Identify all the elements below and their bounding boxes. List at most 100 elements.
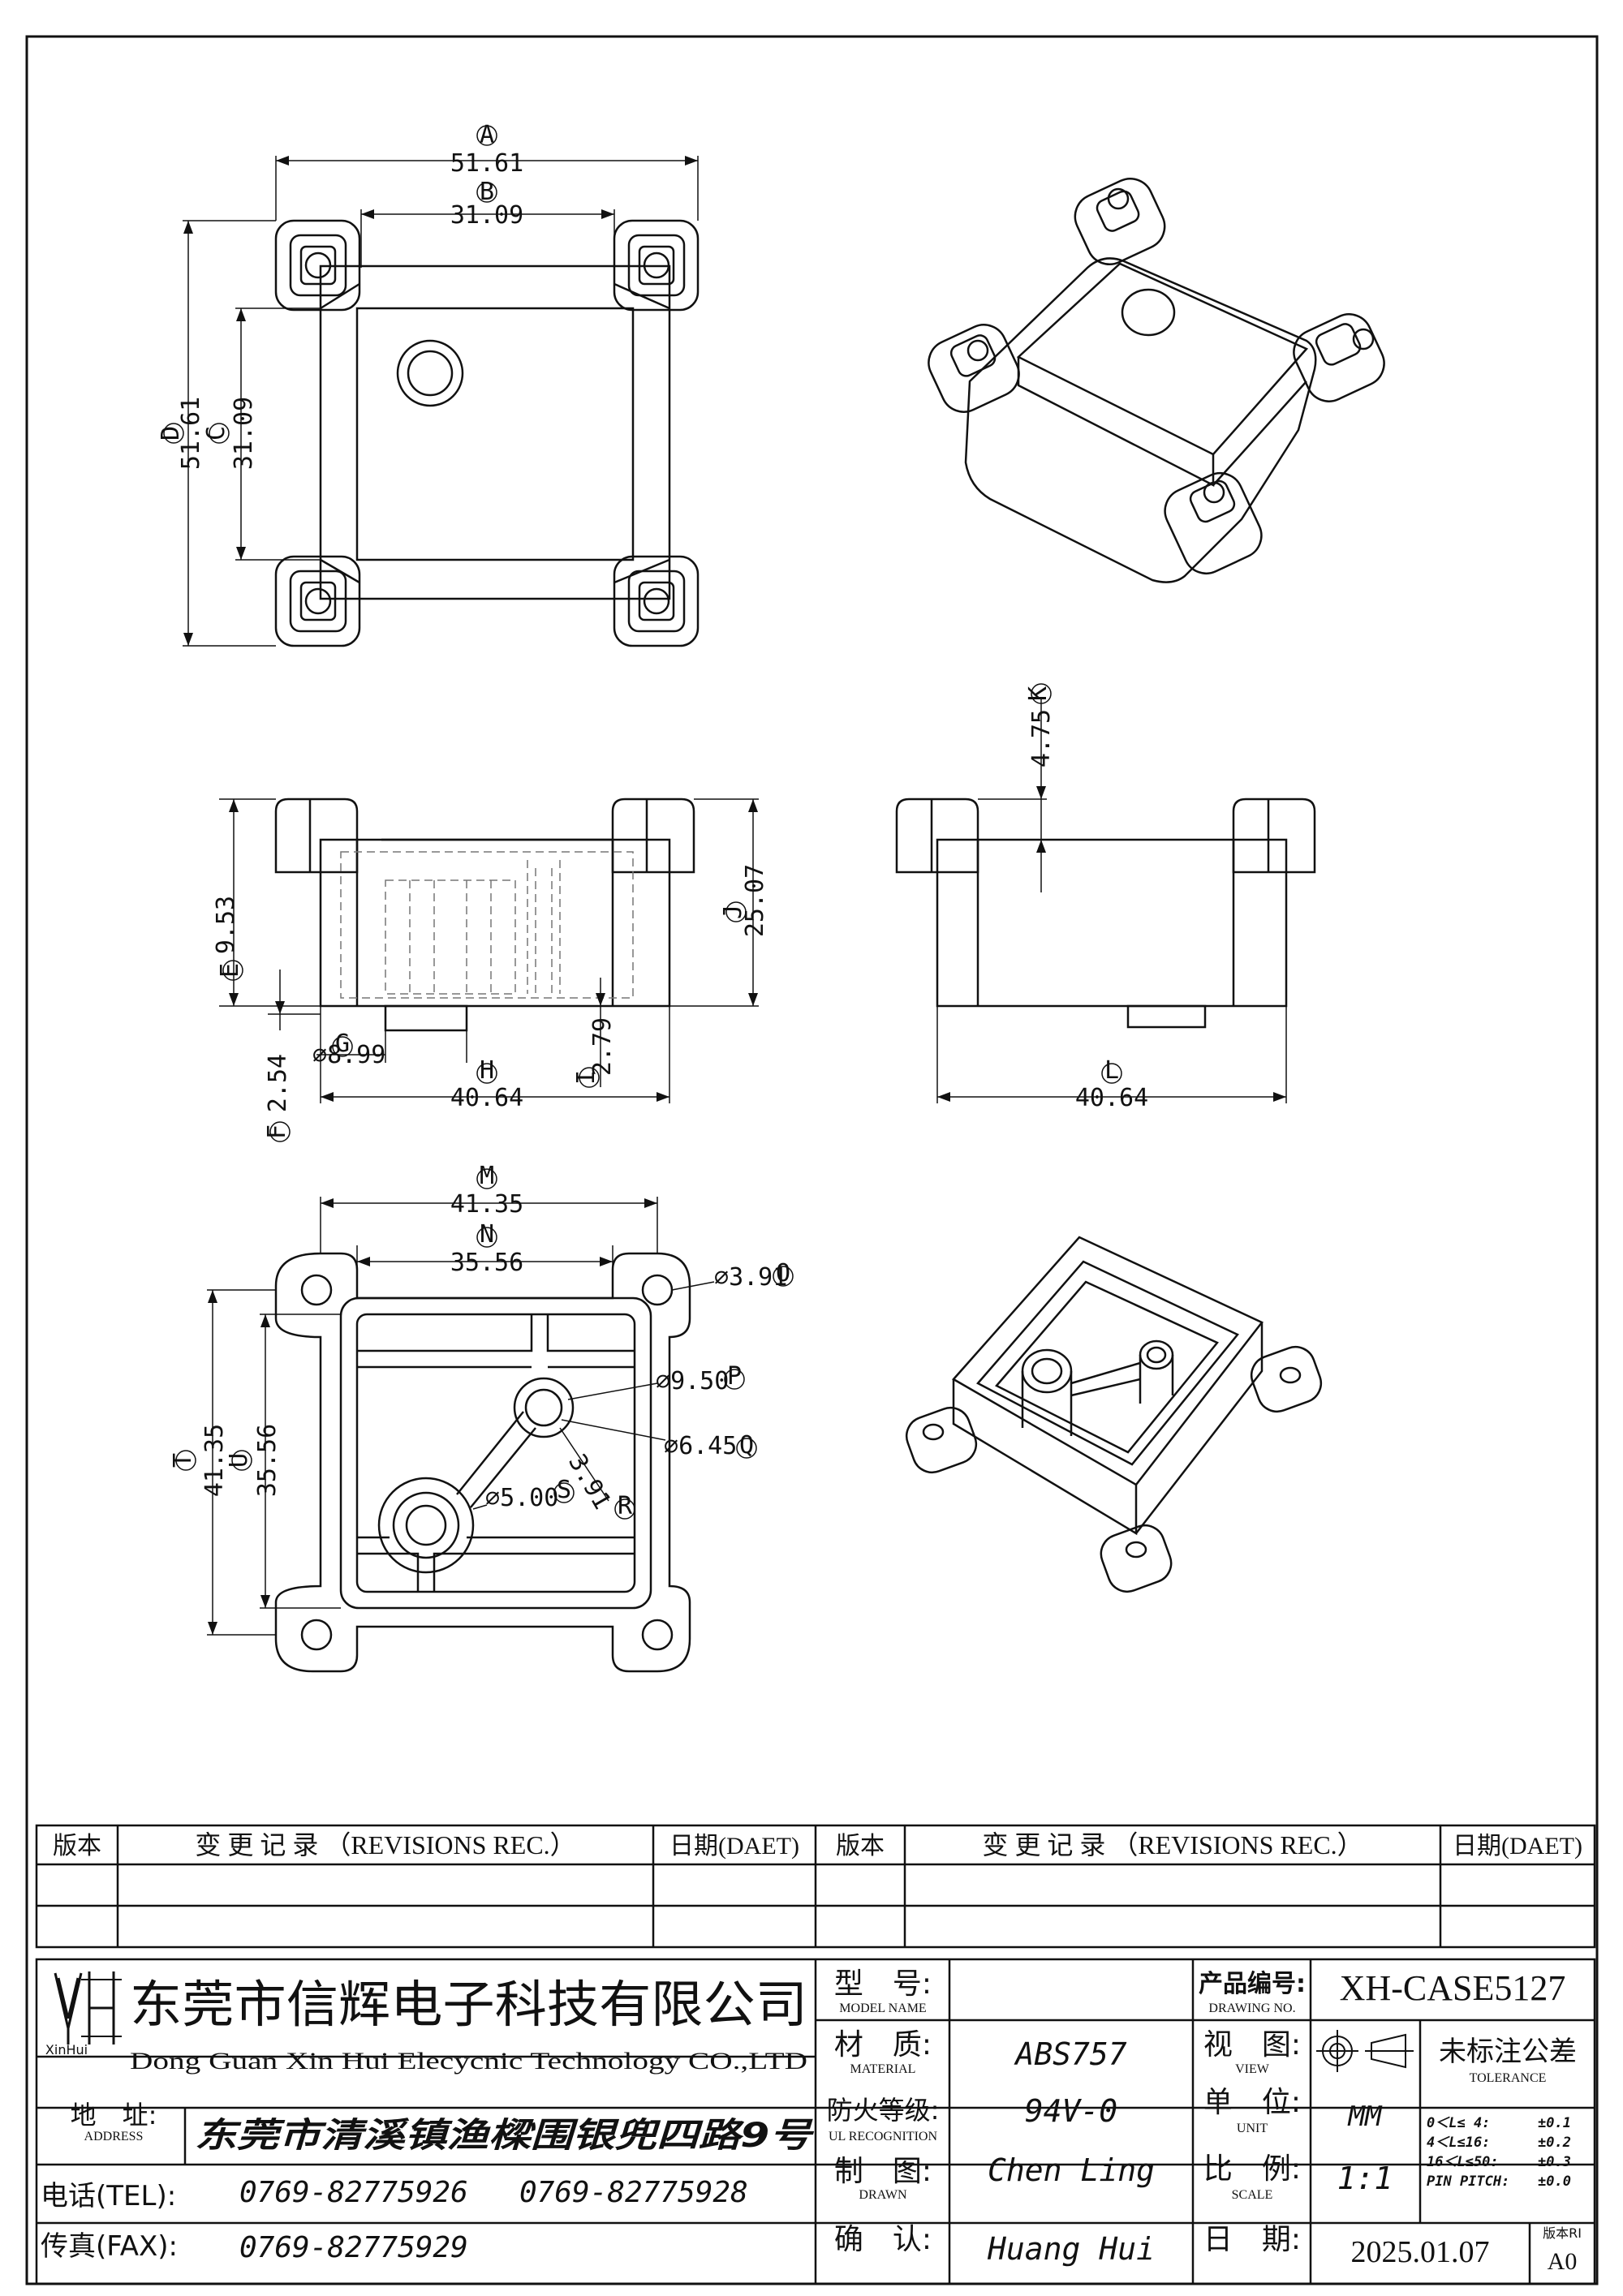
bottom-outline [274,1252,691,1673]
revisions-col-date-2: 日期(DAET) [1453,1833,1582,1860]
dim-bottom-height: 41.35 [200,1424,229,1497]
iso-pin [928,324,1020,413]
model-label-en: MODEL NAME [839,2001,926,2015]
bottom-view: M 41.35 N 35.56 ⌀3.91 O ⌀9.50 P ⌀6.45 Q … [169,1162,794,1673]
revisions-col-version: 版本 [53,1832,101,1860]
title-block: XinHui 东莞市信辉电子科技有限公司 Dong Guan Xin Hui E… [35,1958,1596,2285]
check-value: Huang Hui [987,2231,1155,2267]
view-label: 视 图: [1203,2028,1301,2062]
iso-bottom-pin [1250,1345,1323,1413]
address-value: 东莞市清溪镇渔樑围银兜四路9号 [195,2115,815,2155]
company-logo [54,1971,122,2044]
tolerance-range: 0＜L≤ 4: [1427,2115,1490,2131]
scale-label: 比 例: [1203,2152,1301,2186]
scale-label-en: SCALE [1232,2188,1273,2202]
dim-total-height: 25.07 [741,864,769,937]
side-boss [1126,1004,1207,1029]
front-body [319,838,671,1008]
unit-label: 单 位: [1203,2086,1301,2119]
bottom-hole [300,1619,333,1651]
drawing-no-label-en: DRAWING NO. [1208,2001,1295,2015]
dim-inner-height: 31.09 [230,397,258,470]
tolerance-value: ±0.0 [1538,2173,1571,2190]
dim-tag-h: H [480,1056,494,1085]
side-body [936,838,1288,1008]
ul-label: 防火等级: [827,2095,940,2126]
projection-symbol-icon [1316,2030,1414,2072]
iso-pin [1074,178,1166,265]
model-label: 型 号: [834,1967,932,2001]
material-label: 材 质: [834,2028,932,2062]
tolerance-value: ±0.2 [1538,2135,1571,2151]
dim-tag-b: B [480,178,494,206]
tolerance-range: PIN PITCH: [1427,2173,1509,2190]
address-label-en: ADDRESS [84,2130,144,2143]
iso-bottom-pin [1100,1524,1173,1593]
top-view: A 51.61 B 31.09 51.61 31.09 D C [157,121,700,647]
scale-value: 1:1 [1337,2161,1393,2196]
dim-pin-height: 9.53 [212,896,240,954]
iso-view-bottom [905,1236,1323,1593]
ul-value: 94V-0 [1025,2093,1117,2129]
ul-label-en: UL RECOGNITION [829,2130,938,2143]
dim-tag-k: K [1024,686,1053,701]
company-name-cn: 东莞市信辉电子科技有限公司 [130,1975,807,2034]
dim-side-width: 40.64 [1075,1084,1148,1112]
front-boss [384,1004,468,1032]
dim-overall-height: 51.61 [177,397,205,470]
top-view-pin [274,219,361,312]
drawn-label: 制 图: [834,2155,932,2188]
logo-caption: XinHui [45,2042,88,2057]
view-label-en: VIEW [1235,2062,1270,2076]
revisions-col-changes: 变 更 记 录 （REVISIONS REC.） [195,1830,575,1860]
dim-post-dia: ⌀5.00 [485,1484,558,1512]
revisions-col-date: 日期(DAET) [669,1833,799,1860]
top-view-pin [613,555,700,647]
date-label: 日 期: [1203,2223,1301,2256]
dim-tag-q: Q [739,1431,754,1460]
dim-tag-c: C [202,426,230,441]
tolerance-title: 未标注公差 [1439,2036,1577,2068]
dim-tag-o: O [776,1259,790,1288]
tel-label: 电话(TEL): [41,2180,176,2212]
drawn-label-en: DRAWN [859,2188,907,2202]
dim-tag-n: N [480,1220,494,1249]
address-label: 地 址: [71,2100,157,2130]
drawing-no-label: 产品编号: [1199,1970,1306,1998]
material-label-en: MATERIAL [850,2062,916,2076]
dim-boss-inner: ⌀6.45 [664,1432,737,1460]
unit-label-en: UNIT [1237,2122,1268,2135]
dim-overall-width: 51.61 [450,149,523,178]
dim-body-width: 40.64 [450,1084,523,1112]
bottom-hole [641,1274,674,1306]
top-view-frame-outer [319,264,671,600]
top-view-frame-inner [355,307,635,561]
version-value: A0 [1548,2248,1578,2275]
tolerance-value: ±0.3 [1538,2154,1571,2170]
revisions-col-changes-2: 变 更 记 录 （REVISIONS REC.） [982,1830,1363,1860]
tel-value-1: 0769-82775926 [239,2176,468,2209]
dim-bottom-inner-height: 35.56 [253,1424,282,1497]
drawing-no-value: XH-CASE5127 [1340,1968,1566,2008]
dim-tag-f: F [263,1124,291,1139]
dim-tag-t: T [169,1453,197,1468]
dim-tag-p: P [727,1362,742,1391]
dim-base-height: 2.79 [588,1017,617,1076]
dim-tag-m: M [480,1162,494,1190]
tolerance-range: 4＜L≤16: [1427,2135,1490,2151]
iso-bottom-pin [905,1406,978,1474]
dim-top-height: 4.75 [1027,709,1056,767]
dim-tag-u: U [225,1453,253,1468]
drawn-value: Chen Ling [988,2152,1155,2188]
material-value: ABS757 [1014,2036,1126,2072]
dim-pin-bottom: 2.54 [264,1054,292,1112]
front-view: 9.53 E 2.54 F ⌀8.99 G 40.64 H 2.79 I 25.… [212,798,769,1142]
dim-tag-i: I [572,1070,601,1085]
company-name-en: Dong Guan Xin Hui Elecycnic Technology C… [130,2048,807,2075]
top-view-pin [274,555,361,647]
tolerance-title-en: TOLERANCE [1470,2071,1547,2085]
bottom-hole [641,1619,674,1651]
unit-value: MM [1348,2100,1383,2133]
revisions-col-version-2: 版本 [836,1832,885,1860]
date-value: 2025.01.07 [1351,2235,1490,2269]
